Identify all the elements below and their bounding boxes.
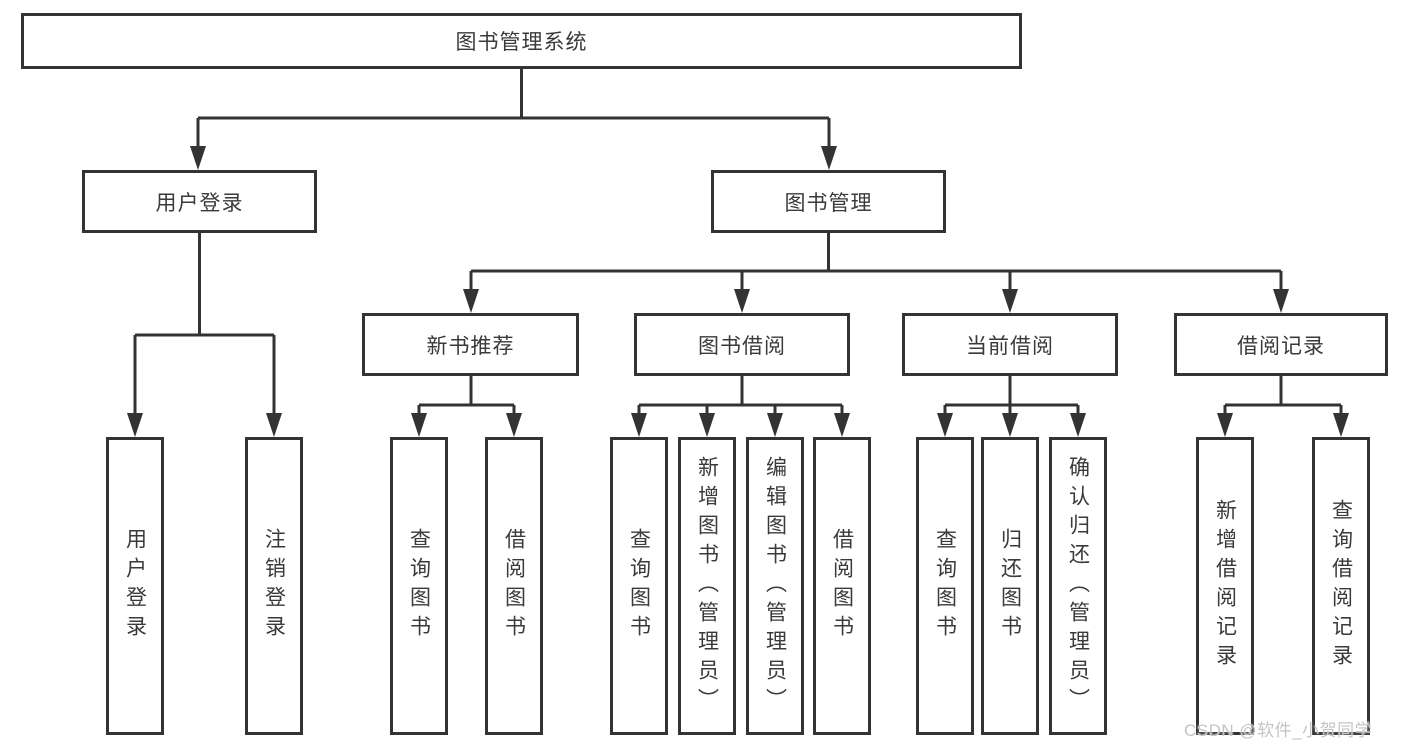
leaf-query-books-current: 查询图书 [916, 437, 974, 735]
node-book-borrowing: 图书借阅 [634, 313, 850, 376]
node-book-management: 图书管理 [711, 170, 946, 233]
node-user-login: 用户登录 [82, 170, 317, 233]
leaf-query-books-borrowing: 查询图书 [610, 437, 668, 735]
branch-lines [135, 69, 1341, 407]
leaf-edit-book-admin: 编辑图书（管理员） [746, 437, 804, 735]
leaf-confirm-return-admin: 确认归还（管理员） [1049, 437, 1107, 735]
leaf-query-borrow-record: 查询借阅记录 [1312, 437, 1370, 735]
leaf-user-login: 用户登录 [106, 437, 164, 735]
watermark: CSDN @软件_小贺同学 [1184, 721, 1373, 740]
node-borrow-records: 借阅记录 [1174, 313, 1388, 376]
arrowhead-icon [127, 146, 1349, 437]
leaf-add-borrow-record: 新增借阅记录 [1196, 437, 1254, 735]
node-book-management-system: 图书管理系统 [21, 13, 1022, 69]
leaf-borrow-books-recommend: 借阅图书 [485, 437, 543, 735]
node-current-borrowing: 当前借阅 [902, 313, 1118, 376]
leaf-borrow-books: 借阅图书 [813, 437, 871, 735]
leaf-return-book: 归还图书 [981, 437, 1039, 735]
arrow-stubs [133, 118, 1343, 416]
node-new-book-recommend: 新书推荐 [362, 313, 579, 376]
leaf-query-books-recommend: 查询图书 [390, 437, 448, 735]
leaf-logout: 注销登录 [245, 437, 303, 735]
leaf-add-book-admin: 新增图书（管理员） [678, 437, 736, 735]
